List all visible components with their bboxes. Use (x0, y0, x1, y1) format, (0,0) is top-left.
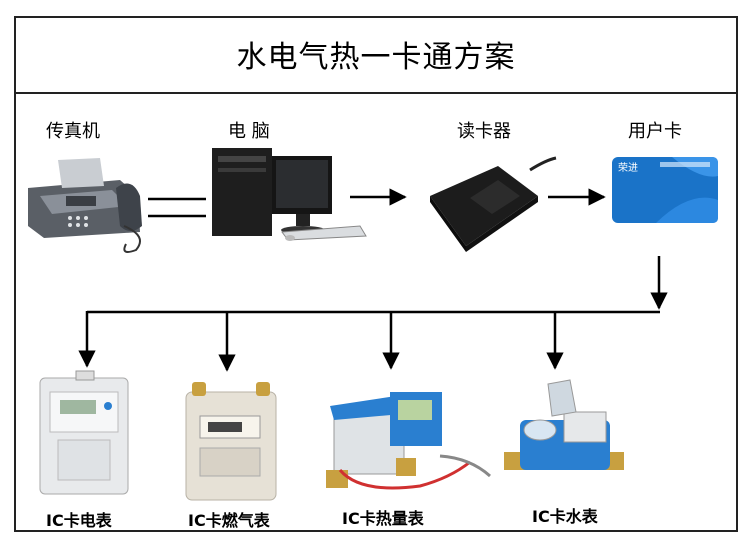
heat-meter-label: IC卡热量表 (342, 509, 424, 528)
title-bar: 水电气热一卡通方案 (14, 16, 738, 94)
computer-icon (212, 148, 367, 241)
user-card-label: 用户卡 (628, 121, 682, 142)
fax-label: 传真机 (46, 121, 100, 142)
card-reader-label: 读卡器 (457, 121, 511, 142)
card-reader-icon (430, 156, 557, 252)
water-meter-icon (504, 379, 624, 470)
gas-meter-icon (185, 382, 277, 501)
fax-computer-link (148, 197, 206, 218)
gas-meter-label: IC卡燃气表 (188, 511, 270, 530)
water-meter-label: IC卡水表 (532, 507, 598, 526)
diagram-title: 水电气热一卡通方案 (236, 40, 516, 75)
fax-machine-icon (28, 158, 142, 253)
diagram-frame (14, 16, 738, 532)
card-text: 荣进 (618, 162, 638, 174)
electric-meter-label: IC卡电表 (46, 511, 112, 530)
electric-meter-icon (39, 370, 129, 495)
distribution-lines (78, 256, 668, 372)
computer-label: 电 脑 (228, 121, 270, 142)
heat-meter-icon (326, 392, 492, 490)
user-card-icon: 荣进 (612, 157, 718, 223)
